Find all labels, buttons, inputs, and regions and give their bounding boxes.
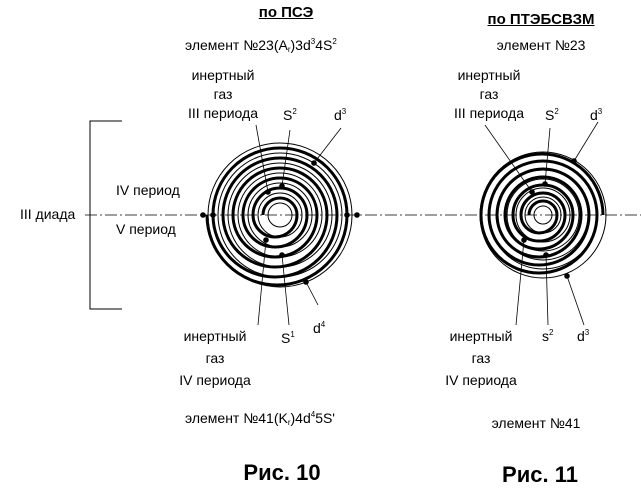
fig11-spiral [479,152,605,275]
fig10-noble-top-line2: газ [213,86,233,102]
fig10-noble-bottom-line2: газ [205,350,225,366]
dyad-bracket [89,120,122,310]
fig11-element-top: элемент №23 [496,37,586,53]
fig11-noble-top-line1: инертный [457,67,521,83]
fig10-s-bottom-label: S1 [281,330,295,346]
period-iv-label: IV период [116,182,180,198]
fig10-noble-bottom-line1: инертный [183,328,247,344]
fig10-electron-dots [200,160,360,285]
fig10-heading: по ПСЭ [258,4,314,21]
fig10-caption: Рис. 10 [243,460,321,485]
fig10-noble-top-line1: инертный [191,67,255,83]
fig11-d-bottom-label: d3 [577,328,590,344]
fig11-noble-top-line2: газ [479,86,499,102]
period-v-label: V период [116,221,176,237]
fig10-element-top: элемент №23(Ar)3d34S2 [185,37,337,54]
fig10-element-bottom: элемент №41(Kr)4d45S' [185,410,335,427]
fig10-d-label: d3 [334,107,347,123]
fig11-caption: Рис. 11 [502,462,578,487]
fig10-d-bottom-label: d4 [313,320,326,336]
fig11-noble-top-line3: III периода [454,105,524,121]
fig11-heading: по ПТЭБСВЗМ [487,11,595,28]
dyad-label: III диада [20,206,76,222]
fig10-leaders [255,124,342,326]
fig11-element-bottom: элемент №41 [491,415,581,431]
fig11-electron-dots [521,158,577,279]
fig11-leaders [484,121,599,326]
fig11-s-bottom-label: s2 [542,328,554,344]
fig10-s-label: S2 [283,107,297,123]
fig11-s-label: S2 [545,107,559,123]
fig10-noble-bottom-line3: IV периода [179,372,251,388]
fig10-spiral [205,146,349,287]
fig11-d-label: d3 [590,107,603,123]
fig11-noble-bottom-line3: IV периода [445,372,517,388]
fig11-noble-bottom-line2: газ [471,350,491,366]
fig10-noble-top-line3: III периода [188,105,258,121]
fig11-noble-bottom-line1: инертный [449,328,513,344]
